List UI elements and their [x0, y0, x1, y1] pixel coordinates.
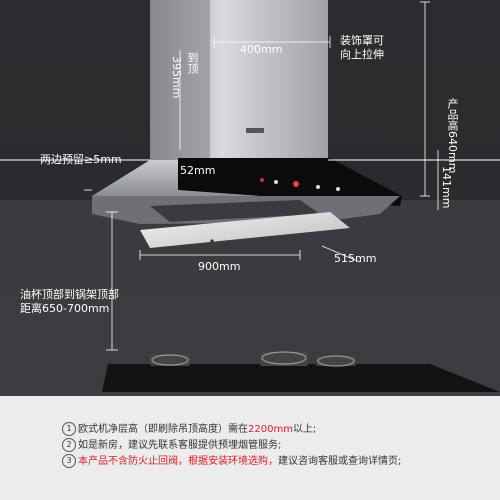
oil-plate: [140, 212, 350, 248]
cooktop-distance-line1: 油杯顶部到锅架顶部: [20, 288, 119, 301]
cooktop: [102, 364, 500, 392]
hood-width-label: 900mm: [198, 260, 241, 273]
burner-left: [150, 354, 190, 366]
chimney-stretch-note: 装饰罩可 向上拉伸: [340, 34, 384, 61]
burner-right: [316, 356, 356, 366]
chimney-width-label: 400mm: [240, 43, 283, 56]
to-ceiling-label: 到顶: [186, 52, 199, 74]
body-height-label: 141mm: [440, 166, 453, 209]
brand-logo: [246, 128, 264, 133]
product-height-label: 产品高640mm: [446, 98, 459, 174]
panel-height-label: 52mm: [180, 164, 216, 177]
dimension-lines: [84, 1, 439, 351]
filter-grille: [150, 200, 320, 222]
side-gap-label: 两边预留≥5mm: [40, 153, 122, 166]
chimney-height-label: 395mm: [170, 56, 183, 99]
cooktop-distance-line2: 距离650-700mm: [20, 302, 110, 315]
control-panel: [178, 158, 402, 206]
hood-depth-label: 515mm: [334, 252, 377, 265]
